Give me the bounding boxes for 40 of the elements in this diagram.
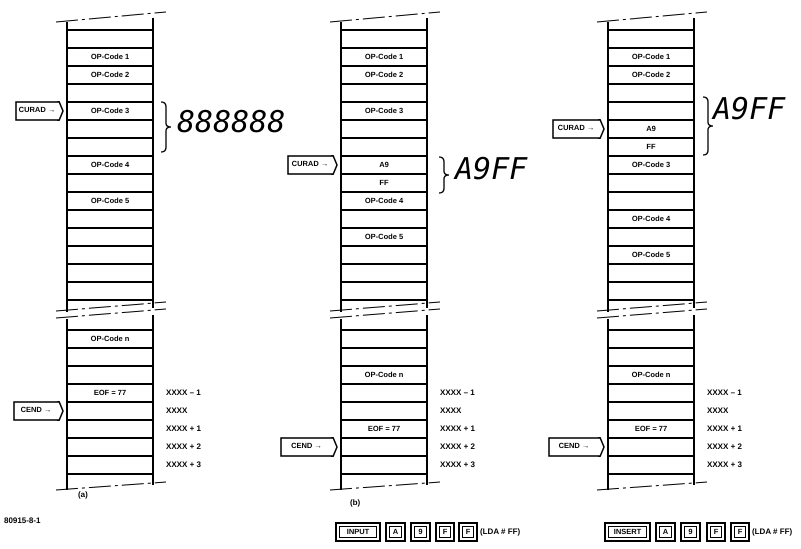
pointer-tag xyxy=(13,401,64,419)
pointer-tag xyxy=(280,437,338,455)
seven-segment-display: 888888 xyxy=(177,108,286,138)
memory-cell xyxy=(66,281,154,301)
address-label: XXXX xyxy=(166,407,188,415)
address-label: XXXX + 1 xyxy=(166,425,201,433)
keypad-key xyxy=(604,522,651,542)
address-label: XXXX + 2 xyxy=(440,443,475,451)
memory-cell xyxy=(340,281,428,301)
address-label: XXXX – 1 xyxy=(707,389,742,397)
keypad-key xyxy=(655,522,676,542)
address-label: XXXX + 1 xyxy=(707,425,742,433)
memory-cell xyxy=(607,281,695,301)
address-label: XXXX – 1 xyxy=(440,389,475,397)
keypad-key xyxy=(435,522,455,542)
keypad-key xyxy=(410,522,431,542)
address-label: XXXX xyxy=(707,407,728,415)
pointer-tag xyxy=(15,101,64,119)
address-label: XXXX xyxy=(440,407,462,415)
instruction-note: (LDA # FF) xyxy=(752,528,792,536)
keypad-key xyxy=(335,522,381,542)
address-label: XXXX + 2 xyxy=(166,443,201,451)
keypad-key xyxy=(680,522,701,542)
address-label: XXXX + 3 xyxy=(440,461,475,469)
address-label: XXXX + 3 xyxy=(707,461,742,469)
keypad-key xyxy=(385,522,406,542)
address-label: XXXX – 1 xyxy=(166,389,201,397)
seven-segment-display: A9FF xyxy=(713,95,786,125)
seven-segment-display: A9FF xyxy=(455,155,528,185)
address-label: XXXX + 2 xyxy=(707,443,742,451)
address-label: XXXX + 3 xyxy=(166,461,201,469)
address-label: XXXX + 1 xyxy=(440,425,475,433)
figure-label: 80915-8-1 xyxy=(4,517,40,525)
pointer-tag xyxy=(552,119,605,137)
instruction-note: (LDA # FF) xyxy=(480,528,520,536)
figure-label: (a) xyxy=(78,491,88,499)
keypad-key xyxy=(706,522,726,542)
figure-label: (b) xyxy=(350,499,360,507)
pointer-tag xyxy=(548,437,605,455)
pointer-tag xyxy=(287,155,338,173)
